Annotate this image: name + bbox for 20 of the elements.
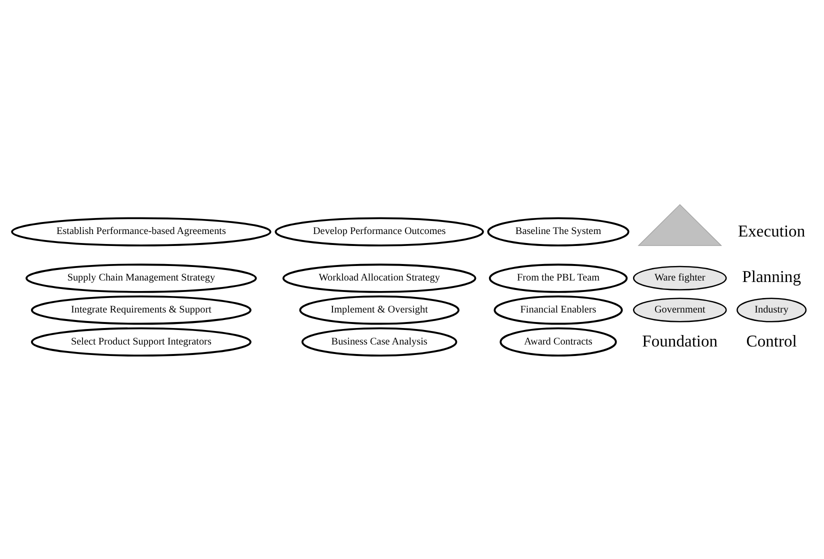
node-ellipse: Select Product Support Integrators [30,326,252,356]
label: Foundation [642,330,718,350]
node-ellipse: Ware fighter [632,265,727,290]
node-ellipse: Integrate Requirements & Support [30,295,252,324]
label: Planning [742,266,801,286]
node-ellipse: Develop Performance Outcomes [274,216,484,246]
node-ellipse: From the PBL Team [488,263,628,292]
node-ellipse: Establish Performance-based Agreements [11,216,272,246]
node-ellipse: Implement & Oversight [299,295,460,324]
node-ellipse: Business Case Analysis [301,326,458,356]
node-triangle [638,204,722,246]
node-ellipse: Workload Allocation Strategy [282,263,476,292]
node-ellipse: Industry [736,297,807,322]
node-ellipse: Government [632,297,727,322]
node-ellipse: Baseline The System [487,216,630,246]
node-ellipse: Award Contracts [500,326,617,356]
label: Execution [738,220,806,240]
node-ellipse: Financial Enablers [494,295,623,324]
label: Control [746,330,797,350]
node-ellipse: Supply Chain Management Strategy [26,263,257,292]
